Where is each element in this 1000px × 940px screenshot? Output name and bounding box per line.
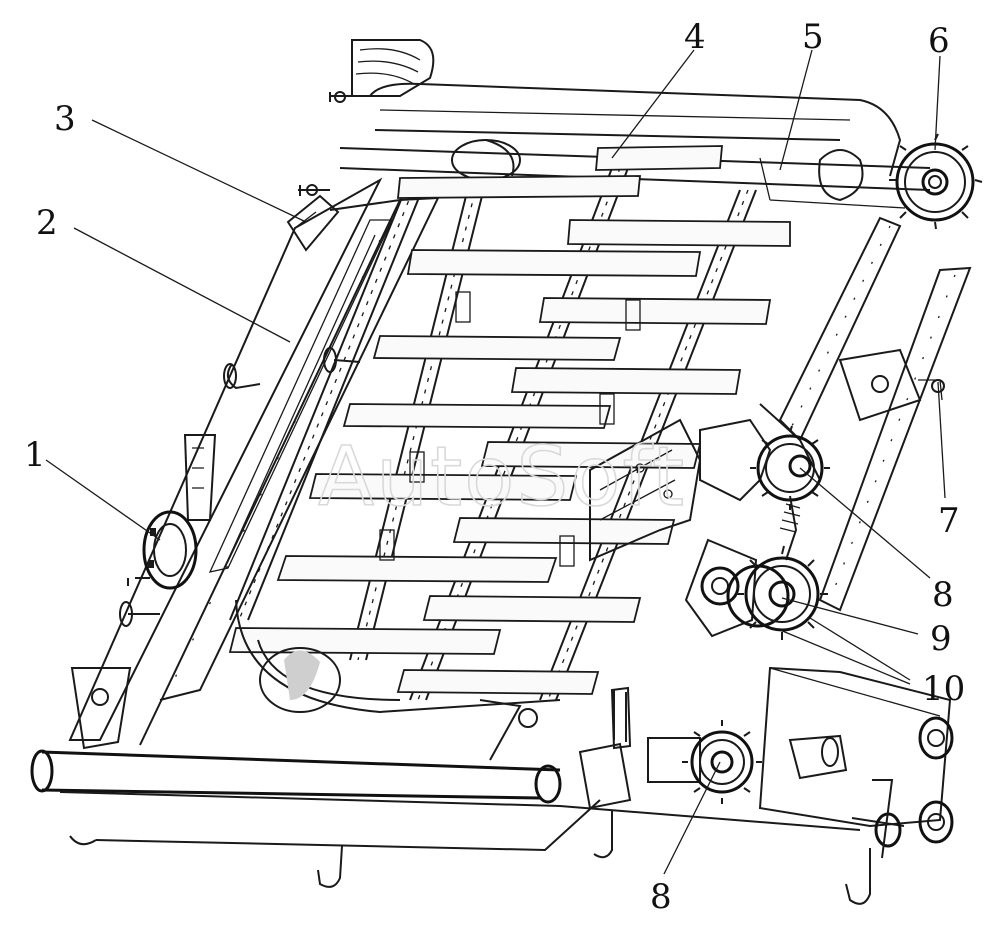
rear-right-housing xyxy=(758,666,954,859)
callout-labels: 1 2 3 4 5 6 7 8 9 10 8 xyxy=(24,17,965,917)
right-side-frame xyxy=(759,216,972,612)
left-studs xyxy=(119,347,361,627)
tensioner-bracket xyxy=(286,194,340,252)
watermark-text: AutoSoft xyxy=(318,430,686,525)
callout-7: 7 xyxy=(938,501,960,541)
drive-sprocket-pair xyxy=(684,538,828,640)
callout-1: 1 xyxy=(24,435,46,475)
callout-8-upper: 8 xyxy=(932,575,954,615)
callout-8-lower: 8 xyxy=(650,877,672,917)
top-right-sprocket xyxy=(889,133,983,230)
callout-9: 9 xyxy=(930,619,952,659)
callout-3: 3 xyxy=(54,99,76,139)
callout-2: 2 xyxy=(36,203,58,243)
leader-lines xyxy=(45,49,946,875)
callout-10: 10 xyxy=(922,669,965,709)
center-guard-plate xyxy=(589,418,702,562)
lower-frame xyxy=(30,686,861,852)
callout-5: 5 xyxy=(802,17,824,57)
frame-hooks xyxy=(317,690,871,905)
bottom-sprocket xyxy=(647,720,762,804)
upper-drive-drum xyxy=(298,39,902,196)
callout-4: 4 xyxy=(684,17,706,57)
callout-6: 6 xyxy=(928,21,950,61)
left-bearing-hub xyxy=(127,510,198,590)
slat-clips xyxy=(379,291,641,567)
conveyor-belt xyxy=(228,145,791,714)
tension-sprocket-upper xyxy=(699,418,830,561)
